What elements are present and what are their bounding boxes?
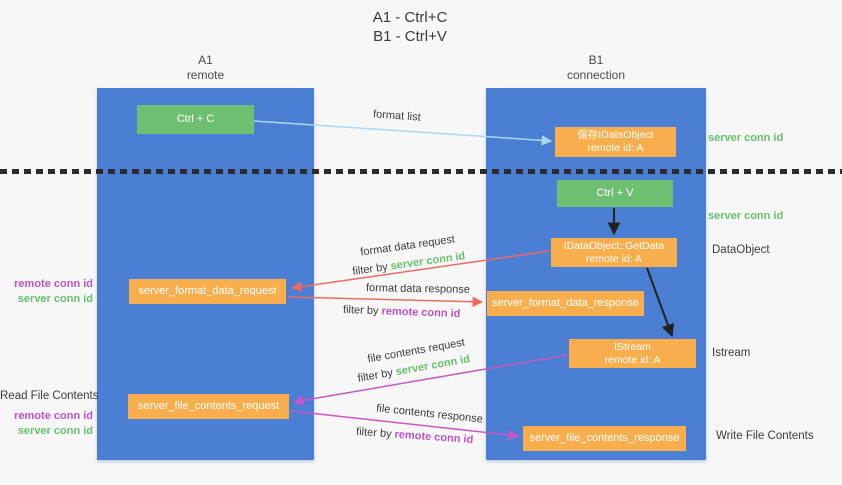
node-save-dataobject-line1: 保存IDataObject (577, 129, 654, 141)
node-ctrl-c: Ctrl + C (137, 105, 254, 134)
lane-b1-subtitle: connection (566, 68, 626, 82)
left-remote-conn-id-1: remote conn id (14, 278, 93, 290)
left-server-conn-id-2: server conn id (17, 425, 93, 437)
label-filter-by-remote-conn-id-1: filter by remote conn id (343, 304, 461, 320)
filter-by-text: filter by (342, 303, 379, 318)
node-istream-line2: remote id: A (604, 353, 661, 366)
node-save-dataobject-line2: remote id: A (587, 142, 644, 154)
node-ctrl-v: Ctrl + V (557, 180, 673, 207)
left-server-conn-id-1: server conn id (17, 293, 93, 305)
right-label-write-file-contents: Write File Contents (716, 430, 814, 442)
label-filter-by-remote-conn-id-2: filter by remote conn id (356, 426, 474, 446)
left-label-group-file: remote conn id server conn id (0, 409, 93, 439)
server-conn-id-text: server conn id (389, 250, 467, 273)
node-server-file-contents-request: server_file_contents_request (128, 394, 289, 419)
remote-conn-id-text: remote conn id (381, 305, 461, 321)
arrow-format-data-response (287, 296, 484, 308)
node-istream-line1: IStream (614, 340, 651, 353)
label-format-list: format list (372, 108, 422, 124)
node-getdata-line2: remote id: A (585, 252, 643, 265)
node-server-format-data-request: server_format_data_request (129, 279, 286, 304)
node-getdata-line1: IDataObject::GetData (563, 239, 665, 252)
label-file-contents-response: file contents response (375, 402, 484, 426)
dotted-separator-line (0, 169, 842, 174)
right-label-dataobject: DataObject (712, 244, 770, 256)
left-remote-conn-id-2: remote conn id (14, 410, 93, 422)
left-label-group-format: remote conn id server conn id (0, 277, 93, 307)
node-server-format-data-response: server_format_data_response (487, 291, 644, 316)
filter-by-text: filter by (351, 261, 389, 278)
title-line-1: A1 - Ctrl+C (372, 9, 448, 26)
lane-b1-title: B1 (588, 53, 604, 67)
lane-header-a1: A1 remote (97, 53, 314, 83)
filter-by-text: filter by (356, 366, 394, 385)
remote-conn-id-text: remote conn id (394, 428, 474, 447)
right-label-server-conn-id-2: server conn id (708, 210, 784, 222)
diagram-title: A1 - Ctrl+C B1 - Ctrl+V (260, 8, 560, 46)
lane-a1-title: A1 (198, 53, 213, 67)
node-server-file-contents-response: server_file_contents_response (523, 426, 686, 451)
left-label-read-file-contents: Read File Contents (0, 390, 99, 402)
node-idataobject-getdata: IDataObject::GetData remote id: A (551, 238, 677, 267)
title-line-2: B1 - Ctrl+V (373, 28, 447, 45)
node-istream: IStream remote id: A (569, 339, 696, 368)
label-format-data-response: format data response (365, 282, 471, 296)
node-save-dataobject: 保存IDataObject remote id: A (555, 127, 676, 157)
lane-header-b1: B1 connection (486, 53, 706, 83)
lane-a1-subtitle: remote (186, 68, 225, 82)
right-label-istream: Istream (712, 347, 751, 359)
right-label-server-conn-id-1: server conn id (708, 132, 784, 144)
filter-by-text: filter by (355, 425, 392, 441)
